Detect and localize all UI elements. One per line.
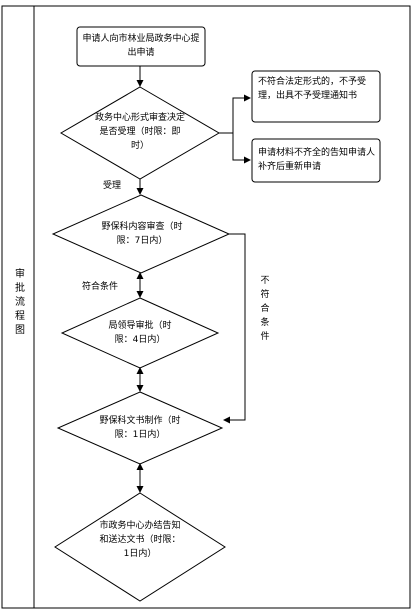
document-text: 野保科文书制作（时限：1日内） [99, 416, 181, 440]
table-frame [1, 5, 411, 609]
reject-text: 不符合法定形式的，不予受理，出具不予受理通知书 [258, 77, 367, 101]
connector-internal-document [223, 233, 246, 424]
apply-text: 申请人向市林业局政务中心提出申请 [82, 34, 200, 58]
deliver-diamond [54, 492, 226, 602]
apply-box [76, 26, 206, 67]
internal-review-text: 野保科内容审查（时限：7日内） [101, 222, 183, 246]
supplement-box [251, 138, 381, 183]
supplement-text: 申请材料不齐全的告知申请人补齐后重新申请 [258, 148, 376, 172]
review-text: 政务中心形式审查决定是否受理（时限：即时） [94, 113, 185, 151]
side-label: 审批流程图 [15, 269, 25, 336]
deliver-text: 市政务中心办结告知和送达文书（时限：1日内） [99, 521, 181, 559]
edge-label-qualified: 符合条件 [82, 282, 119, 292]
approval-text: 局领导审批（时限：4日内） [108, 321, 172, 345]
edge-label-accepted: 受理 [103, 181, 122, 191]
connector-review-reject [219, 94, 251, 134]
edge-label-not-qualified: 不符合条件 [260, 276, 270, 342]
connector-review-supplement [232, 133, 251, 164]
reject-box [251, 70, 381, 123]
